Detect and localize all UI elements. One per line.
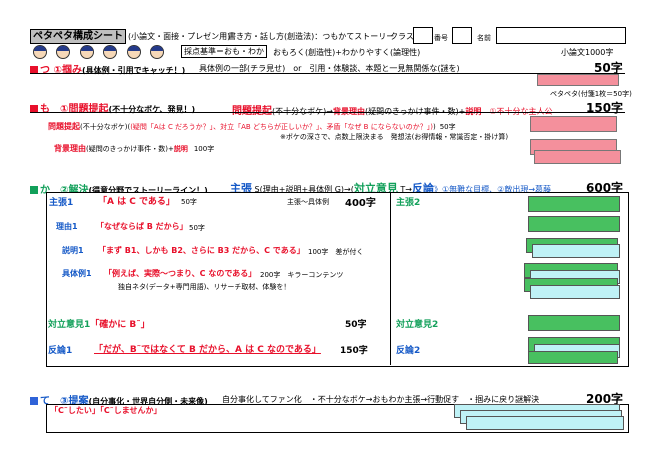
section-tsu-chars: 50字 [594, 61, 623, 75]
sticky-note-mo-1[interactable] [530, 116, 617, 132]
explain1-label: 説明1 [62, 246, 84, 255]
sticky-note-te-3[interactable] [466, 416, 624, 430]
sticky-note-tsu[interactable] [537, 74, 619, 86]
reason1-chars: 50字 [189, 224, 205, 232]
class-label: クラス [390, 32, 414, 41]
sticky-note-example-4[interactable] [530, 285, 620, 299]
howto-text: 書き方・話し方(創造法)：つもかてストーリー [228, 32, 395, 41]
claim1-label: 主張1 [49, 198, 74, 208]
sheet-types: (小論文・面接・プレゼン用) [128, 32, 231, 41]
reason1-text: 「なぜならば B だから」 [96, 222, 188, 231]
sticky-note-claim[interactable] [528, 196, 620, 212]
rebuttal2-label: 反論2 [396, 346, 421, 356]
section-mo-main: 問題提起(不十分なボケ)→背景理由(疑問のきっかけ事件・数)+説明 ①不十分な主… [232, 102, 553, 117]
section-tsu-desc: 具体例の一部(チラ見せ) or 引用・体験談、本題と一見無関係な(謎を) [199, 64, 460, 73]
avatar-1-icon [33, 45, 47, 59]
avatar-3-icon [80, 45, 94, 59]
section-ka-heading: か ②解決(得意分野でストーリーライン！) [30, 181, 208, 196]
essay-chars: 小論文1000字 [561, 48, 614, 57]
example1-note: 独自ネタ(データ+専門用語)、リサーチ取材、体験を！ [118, 283, 291, 291]
rebuttal1-text: 「だが、B˜ではなくて B だから、A は C なのである」 [94, 345, 321, 355]
section-mo-rule [30, 112, 625, 113]
sticky-note-reason[interactable] [528, 216, 620, 232]
section-ka-formula: 主張 S(理由+説明+具体例 G)→(対立意見 T→反論》①無難な目標、②敵出現… [230, 182, 552, 195]
explain1-chars: 100字 差が付く [308, 248, 364, 256]
section-te-chars: 200字 [586, 392, 624, 406]
avatar-4-icon [103, 45, 117, 59]
sticky-note-rebuttal-3[interactable] [528, 351, 618, 364]
sheet-title: ペタペタ構成シート [30, 29, 126, 44]
proposal-text: 「C˜したい」「C˜しませんか」 [50, 406, 162, 415]
name-field[interactable] [496, 27, 626, 44]
claim-mid: 主張～具体例 [287, 198, 329, 206]
avatar-2-icon [56, 45, 70, 59]
rebuttal1-label: 反論1 [48, 346, 73, 356]
section-mo-chars: 150字 [586, 101, 624, 115]
section-te-heading: て ③提案(自分事化・世界自分側・未来像) [30, 392, 208, 407]
avatar-5-icon [127, 45, 141, 59]
claim2-label: 主張2 [396, 198, 421, 208]
section-ka-chars: 600字 [586, 181, 624, 195]
claim1-text: 「A は C である」 [98, 197, 175, 207]
number-label: 番号 [434, 34, 448, 42]
example1-label: 具体例1 [62, 269, 92, 278]
criteria-label: 採点基準＝おも・わか [181, 45, 267, 58]
counter2-label: 対立意見2 [396, 320, 439, 330]
section-tsu-heading: つ ①掴み(具体例・引用でキャッチ！) [30, 61, 185, 76]
example1-text: 「例えば、実際～つまり、C なのである」 [104, 269, 257, 278]
name-label: 名前 [477, 34, 491, 42]
explain1-text: 「まず B1、しかも B2、さらに B3 だから、C である」 [98, 246, 305, 255]
solution-divider [390, 192, 391, 365]
sticky-note-counter[interactable] [528, 315, 620, 331]
counter1-label: 対立意見1「確かに B˜」 [48, 320, 150, 330]
rebuttal1-chars: 150字 [340, 346, 368, 356]
reason1-label: 理由1 [56, 222, 78, 231]
sticky-note-explain-2[interactable] [532, 244, 620, 258]
claim-mid-chars: 400字 [345, 198, 376, 209]
number-field[interactable] [452, 27, 472, 44]
mo-line1: 問題提起(不十分なボケ)((疑問「Aは C だろうか？」、対立「AB どちらが正… [48, 122, 456, 131]
mo-note: ※ボケの深さで、点数上限決まる 発想法(お得情報・常識否定・掛け算) [280, 133, 509, 141]
claim1-chars: 50字 [181, 198, 197, 206]
sticky-note-label: ペタペタ(付箋1枚＝50字) [550, 90, 632, 98]
criteria-text: おもろく(創造性)+わかりやすく(論理性) [273, 48, 421, 57]
class-field[interactable] [413, 27, 433, 44]
section-tsu-rule [30, 73, 625, 74]
section-mo-heading: も ①問題提起(不十分なボケ、発見！) [30, 100, 195, 115]
counter1-chars: 50字 [345, 320, 367, 330]
sticky-note-mo-3[interactable] [534, 150, 621, 164]
section-te-desc: 自分事化してファン化 ・不十分なボケ→おもわか主張→行動促す ・掴みに戻り謎解決 [222, 395, 540, 404]
avatar-6-icon [150, 45, 164, 59]
example1-chars: 200字 キラーコンテンツ [260, 271, 344, 279]
